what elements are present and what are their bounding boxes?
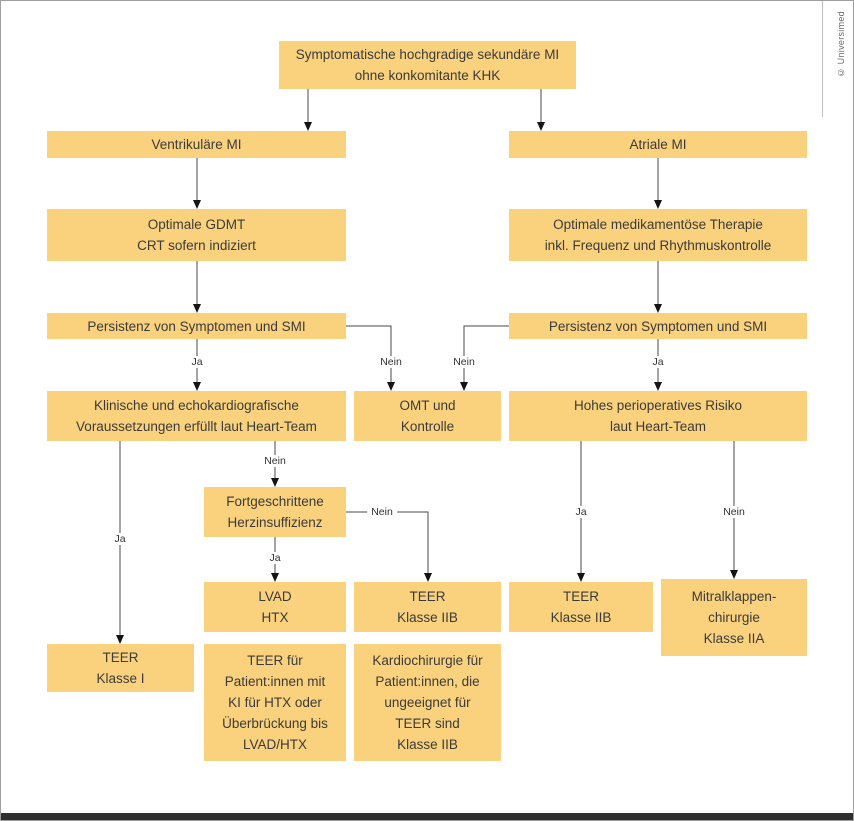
edge-label-ja: Ja (110, 533, 130, 545)
edge-label-ja: Ja (648, 356, 668, 368)
node-omt-control: OMT und Kontrolle (354, 391, 501, 441)
node-optimal-therapy: Optimale medikamentöse Therapie inkl. Fr… (509, 209, 807, 261)
node-optimal-gdmt: Optimale GDMT CRT sofern indiziert (47, 209, 346, 261)
node-cardiac-surgery: Kardiochirurgie für Patient:innen, die u… (354, 644, 501, 761)
node-teer-class-i: TEER Klasse I (47, 644, 194, 692)
node-perioperative-risk: Hohes perioperatives Risiko laut Heart-T… (509, 391, 807, 441)
node-atrial-mi: Atriale MI (509, 131, 807, 158)
edge-label-nein: Nein (719, 506, 749, 518)
node-advanced-hf: Fortgeschrittene Herzinsuffizienz (204, 487, 346, 537)
edge-label-ja: Ja (265, 552, 285, 564)
node-clinical-criteria: Klinische und echokardiografische Voraus… (47, 391, 346, 441)
footer-bar (1, 813, 853, 820)
edge-label-nein: Nein (449, 356, 479, 368)
copyright-divider (822, 1, 823, 117)
edge-label-ja: Ja (187, 356, 207, 368)
copyright-text: © Universimed (836, 11, 846, 78)
node-teer-iib-right: TEER Klasse IIB (509, 582, 653, 632)
node-ventricular-mi: Ventrikuläre MI (47, 131, 346, 158)
node-root: Symptomatische hochgradige sekundäre MI … (279, 41, 576, 89)
edge-label-nein: Nein (260, 455, 290, 467)
node-teer-bridge: TEER für Patient:innen mit KI für HTX od… (204, 644, 346, 761)
node-persistence-left: Persistenz von Symptomen und SMI (47, 313, 346, 339)
edge-label-nein: Nein (376, 356, 406, 368)
node-mitral-surgery: Mitralklappen- chirurgie Klasse IIA (661, 579, 807, 656)
edge-label-nein: Nein (367, 506, 397, 518)
node-persistence-right: Persistenz von Symptomen und SMI (509, 313, 807, 339)
edge-label-ja: Ja (571, 506, 591, 518)
node-teer-iib-mid: TEER Klasse IIB (354, 582, 501, 632)
node-lvad-htx: LVAD HTX (204, 582, 346, 632)
